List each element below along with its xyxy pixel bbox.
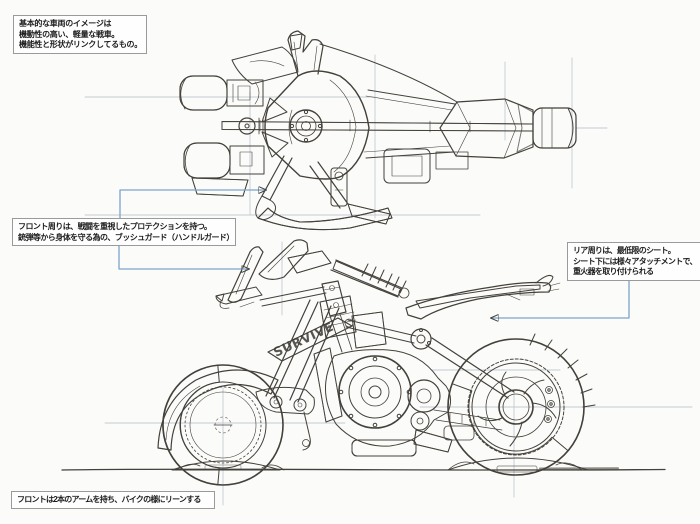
callout-rear-line: シート下には様々アタッチメントで、 xyxy=(573,256,697,266)
front-fender xyxy=(157,369,279,451)
callout-rear-line: リア周りは、最低限のシート。 xyxy=(573,246,676,255)
callout-overview-line: 基本的な車両のイメージは xyxy=(19,19,112,28)
callout-overview-line: 機動性の高い、軽量な戦車。 xyxy=(19,29,120,39)
upper-beam-and-shock xyxy=(330,259,432,350)
steering-head xyxy=(321,280,347,317)
top-stabilizer-fin xyxy=(231,30,458,103)
leader-lines xyxy=(118,190,630,318)
rear-section-top xyxy=(363,89,577,184)
callout-lean-line: フロントは2本のアームを持ち、バイクの様にリーンする xyxy=(17,495,201,504)
callout-front-line: 銃弾等から身体を守る為の、ブッシュガード（ハンドルガード） xyxy=(18,232,234,242)
callout-front-protection: フロント周りは、戦闘を重視したプロテクションを持つ。 銃弾等から身体を守る為の、… xyxy=(12,218,236,246)
callout-overview-line: 機能性と形状がリンクしてるもの。 xyxy=(19,40,142,49)
leader-front-side-view xyxy=(118,244,249,269)
center-body xyxy=(238,70,370,180)
callout-overview: 基本的な車両のイメージは 機動性の高い、軽量な戦車。 機能性と形状がリンクしてる… xyxy=(13,15,147,54)
callout-front-line: フロント周りは、戦闘を重視したプロテクションを持つ。 xyxy=(18,222,212,231)
seat-tail xyxy=(405,275,561,320)
ground-and-shadows xyxy=(61,457,666,473)
leader-rear-seat xyxy=(491,277,630,318)
side-view-sketch: SURVIVE xyxy=(61,239,666,486)
bush-guard-fork xyxy=(255,155,393,231)
engine xyxy=(313,347,503,457)
front-wheel xyxy=(162,364,284,486)
callout-rear-seat: リア周りは、最低限のシート。 シート下には様々アタッチメントで、 重火器を取り付… xyxy=(567,242,700,281)
callout-front-arms-lean: フロントは2本のアームを持ち、バイクの様にリーンする xyxy=(11,491,215,509)
top-view-sketch xyxy=(179,30,577,231)
center-axle-shaft xyxy=(221,119,534,133)
callout-rear-line: 重火器を取り付けられる xyxy=(573,267,654,276)
leader-front-top-view xyxy=(119,190,266,220)
windscreen xyxy=(215,239,332,309)
construction-lines xyxy=(84,54,693,506)
swingarm xyxy=(425,337,515,399)
rear-wheel xyxy=(447,333,596,476)
left-wheel-pods xyxy=(179,75,265,197)
